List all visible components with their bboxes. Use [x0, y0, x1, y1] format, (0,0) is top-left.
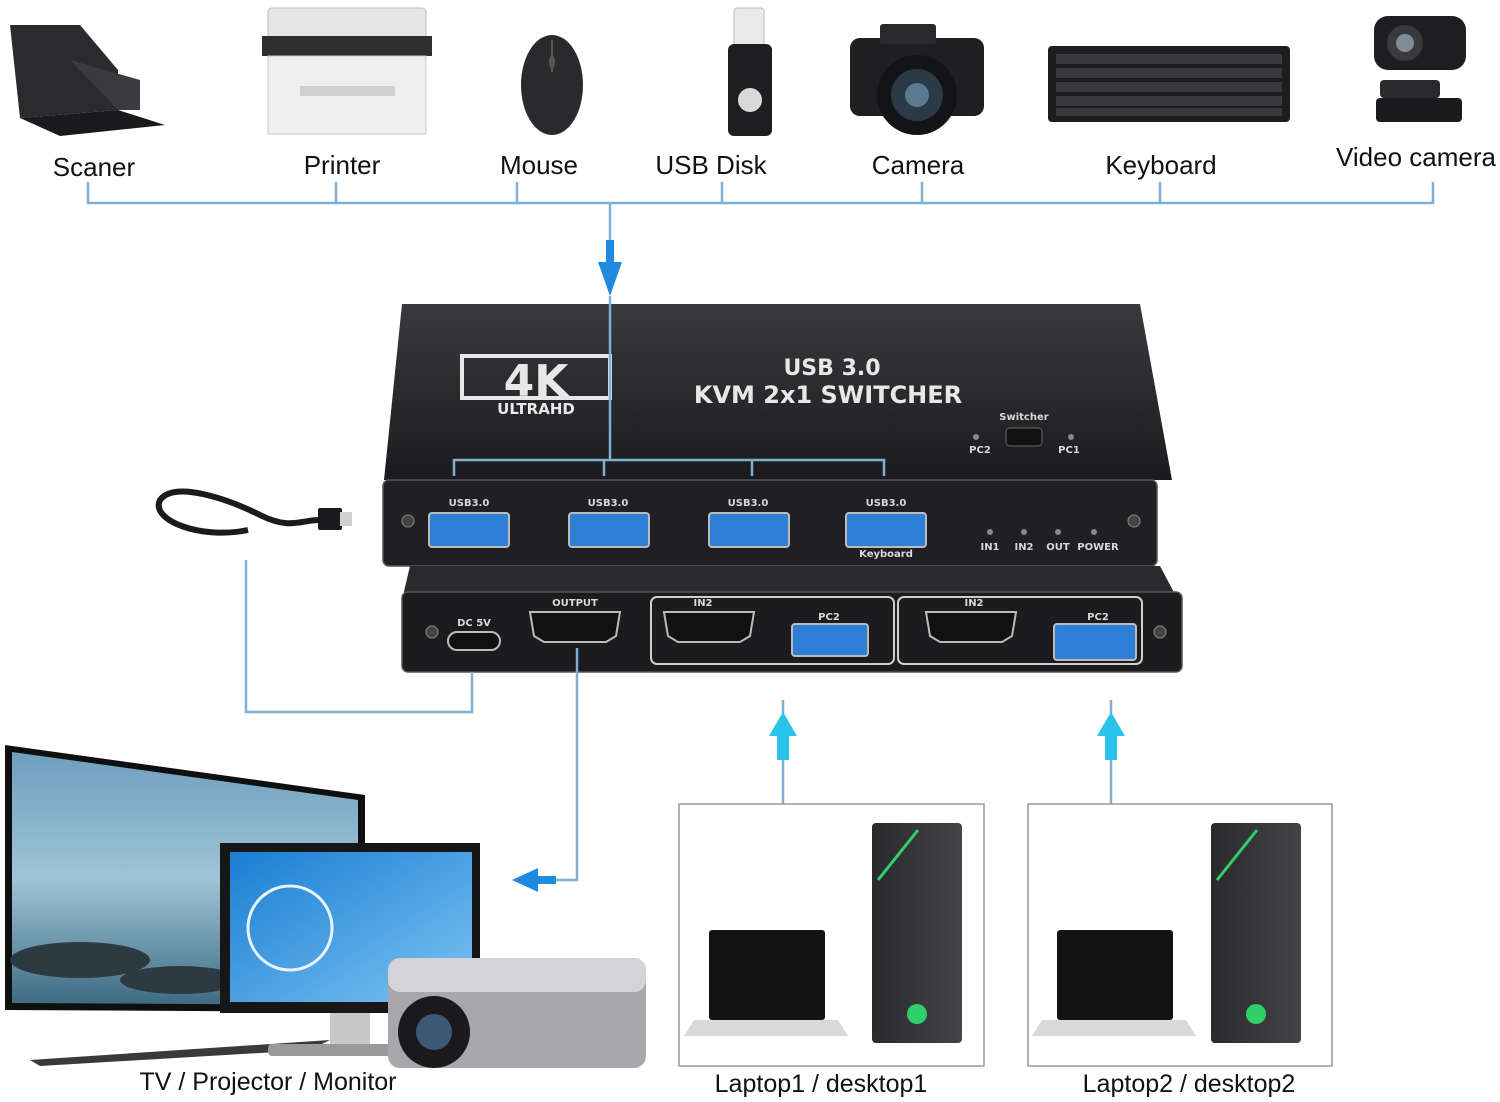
- usb-pc2-port[interactable]: [1053, 623, 1137, 661]
- up-arrow-icon: [1097, 712, 1125, 760]
- hdmi-output-port[interactable]: [528, 611, 622, 643]
- usb-port-row: USB3.0 USB3.0 USB3.0 USB3.0 Keyboard: [401, 498, 1141, 560]
- pc2-left-label: PC2: [818, 612, 840, 623]
- usb-port-4[interactable]: [845, 512, 927, 548]
- led-indicators: IN1 IN2 OUT POWER: [980, 529, 1119, 553]
- usb-cable-icon: [155, 488, 352, 536]
- output-line: [540, 648, 579, 882]
- usb-bus-lines: [86, 182, 1435, 280]
- usb-port-label: USB3.0: [588, 498, 629, 509]
- up-arrow-icon: [769, 712, 797, 760]
- pc2-right-label: PC2: [1087, 612, 1109, 623]
- printer-label: Printer: [304, 150, 381, 180]
- led-label: IN1: [980, 542, 999, 553]
- display-label: TV / Projector / Monitor: [139, 1068, 396, 1096]
- screw-icon: [1153, 625, 1167, 639]
- hdmi-in2-port[interactable]: [924, 611, 1018, 643]
- switcher-title-line2: KVM 2x1 SWITCHER: [694, 381, 962, 409]
- pc-right-label: PC1: [1058, 445, 1080, 456]
- usb-pc1-port[interactable]: [791, 623, 869, 657]
- dc-label: DC 5V: [457, 618, 491, 629]
- pc1-label: Laptop1 / desktop1: [715, 1070, 928, 1098]
- back-panel: DC 5V OUTPUT IN2 PC2 IN2 PC2: [425, 596, 1167, 665]
- mouse-icon: [521, 35, 583, 135]
- screw-icon: [425, 625, 439, 639]
- input-group-1: [650, 596, 895, 665]
- desktop-tower-icon: [872, 823, 962, 1043]
- screw-icon: [401, 514, 415, 528]
- usb-disk-icon: [728, 7, 772, 136]
- usb-hub-lines: [452, 296, 886, 476]
- 4k-logo: 4K ULTRAHD: [460, 354, 612, 418]
- usb-c-power-port[interactable]: [447, 631, 501, 651]
- switch-button[interactable]: [1005, 427, 1043, 447]
- printer-icon: [262, 7, 432, 135]
- led-label: IN2: [1014, 542, 1033, 553]
- keyboard-label: Keyboard: [1105, 150, 1216, 180]
- screw-icon: [1127, 514, 1141, 528]
- scanner-label: Scaner: [53, 152, 136, 182]
- svg-text:4K: 4K: [504, 356, 571, 407]
- video-camera-icon: [1374, 16, 1466, 122]
- mouse-label: Mouse: [500, 150, 578, 180]
- pc-left-label: PC2: [969, 445, 991, 456]
- desktop-tower-icon: [1211, 823, 1301, 1043]
- switch-label: Switcher: [999, 412, 1048, 423]
- camera-label: Camera: [872, 150, 965, 180]
- usb-disk-label: USB Disk: [655, 150, 767, 180]
- video-camera-label: Video camera: [1336, 142, 1496, 172]
- scanner-icon: [10, 25, 165, 136]
- output-label: OUTPUT: [552, 598, 598, 609]
- camera-icon: [850, 24, 984, 135]
- power-cable-line: [244, 560, 474, 714]
- led-label: OUT: [1046, 542, 1070, 553]
- usb-port-label: USB3.0: [728, 498, 769, 509]
- input-group-2: [897, 596, 1143, 665]
- left-arrow-icon: [512, 868, 556, 892]
- keyboard-port-label: Keyboard: [859, 549, 913, 560]
- pc1-led-icon: [1068, 434, 1074, 440]
- in-left-label: IN2: [693, 598, 712, 609]
- keyboard-icon: [1048, 46, 1290, 122]
- usb-port-2[interactable]: [568, 512, 650, 548]
- usb-port-label: USB3.0: [449, 498, 490, 509]
- svg-text:ULTRAHD: ULTRAHD: [497, 400, 575, 418]
- monitor-icon: [220, 843, 480, 1056]
- led-label: POWER: [1077, 542, 1119, 553]
- usb-port-1[interactable]: [428, 512, 510, 548]
- laptop-icon: [684, 930, 848, 1036]
- down-arrow-icon: [598, 240, 622, 296]
- pc2-label: Laptop2 / desktop2: [1083, 1070, 1296, 1098]
- projector-icon: [388, 958, 646, 1068]
- laptop-icon: [1032, 930, 1196, 1036]
- usb-port-3[interactable]: [708, 512, 790, 548]
- switcher-title-line1: USB 3.0: [783, 356, 880, 381]
- hdmi-in1-port[interactable]: [662, 611, 756, 643]
- in-right-label: IN2: [964, 598, 983, 609]
- usb-port-label: USB3.0: [866, 498, 907, 509]
- pc2-led-icon: [973, 434, 979, 440]
